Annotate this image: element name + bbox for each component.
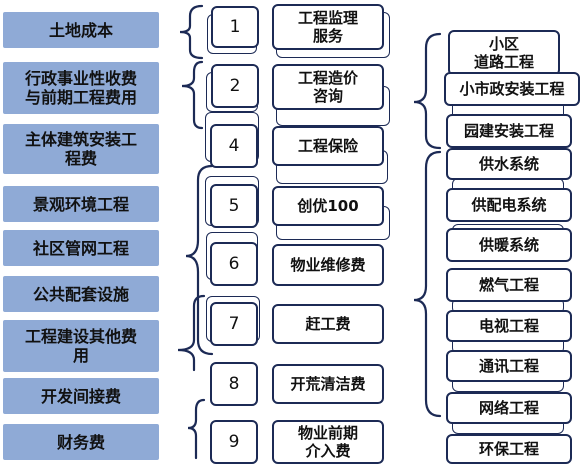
- bracket-right-bottom: [413, 150, 442, 418]
- right-item-telecom: 通讯工程: [446, 350, 572, 382]
- right-item-label: 电视工程: [478, 317, 539, 335]
- right-item-water-supply: 供水系统: [446, 148, 572, 180]
- middle-item-supervision: 工程监理 服务: [272, 4, 384, 50]
- category-landscape: 景观环境工程: [3, 186, 159, 222]
- number-box: 2: [211, 64, 259, 108]
- right-item-label: 园建安装工程: [463, 122, 554, 140]
- number-label: 5: [228, 196, 240, 216]
- category-label: 公共配套设施: [32, 284, 129, 304]
- category-label: 开发间接费: [40, 386, 121, 406]
- middle-item-cost-consulting: 工程造价 咨询: [272, 64, 384, 110]
- category-admin-fees: 行政事业性收费 与前期工程费用: [3, 62, 159, 114]
- category-label: 工程建设其他费 用: [24, 327, 137, 365]
- middle-item-rush-fee: 赶工费: [272, 304, 384, 344]
- middle-item-cleaning: 开荒清洁费: [272, 364, 384, 404]
- category-other-costs: 工程建设其他费 用: [3, 320, 159, 372]
- right-item-network: 网络工程: [446, 392, 572, 424]
- category-label: 主体建筑安装工 程费: [24, 130, 137, 168]
- right-item-label: 供暖系统: [478, 236, 539, 254]
- number-box: 9: [210, 420, 258, 464]
- number-box: 6: [210, 242, 258, 286]
- bracket-2: [181, 60, 204, 130]
- right-item-tv: 电视工程: [446, 310, 572, 342]
- right-item-road: 小区 道路工程: [448, 30, 560, 76]
- category-label: 社区管网工程: [32, 238, 129, 258]
- number-label: 9: [228, 432, 240, 452]
- number-label: 7: [228, 314, 240, 334]
- right-item-power-supply: 供配电系统: [446, 188, 572, 222]
- category-indirect-costs: 开发间接费: [3, 378, 159, 414]
- middle-item-label: 赶工费: [305, 315, 351, 333]
- category-label: 土地成本: [48, 20, 113, 40]
- number-label: 1: [229, 17, 241, 37]
- number-box: 8: [210, 362, 258, 406]
- right-item-label: 小市政安装工程: [459, 80, 565, 98]
- category-finance-cost: 财务费: [3, 424, 159, 460]
- middle-item-label: 创优100: [297, 197, 359, 215]
- middle-item-property-intervention: 物业前期 介入费: [272, 420, 384, 464]
- right-item-label: 燃气工程: [478, 276, 539, 294]
- right-item-label: 供水系统: [478, 155, 539, 173]
- middle-item-label: 物业前期 介入费: [297, 424, 358, 460]
- middle-item-label: 工程保险: [297, 137, 358, 155]
- number-label: 8: [228, 374, 240, 394]
- bracket-right-top: [413, 32, 442, 150]
- middle-item-maintenance: 物业维修费: [272, 244, 384, 286]
- category-public-facilities: 公共配套设施: [3, 276, 159, 312]
- right-item-label: 供配电系统: [471, 196, 547, 214]
- bracket-3: [185, 164, 214, 356]
- right-item-gas: 燃气工程: [446, 268, 572, 302]
- middle-item-label: 工程监理 服务: [297, 9, 358, 45]
- middle-item-label: 开荒清洁费: [290, 375, 366, 393]
- number-box: 1: [211, 6, 259, 48]
- category-label: 景观环境工程: [32, 194, 129, 214]
- category-land-cost: 土地成本: [3, 12, 159, 48]
- number-label: 2: [229, 76, 241, 96]
- right-item-landscape-install: 园建安装工程: [446, 114, 572, 148]
- right-item-label: 环保工程: [478, 440, 539, 458]
- right-item-label: 网络工程: [478, 399, 539, 417]
- number-box: 4: [210, 124, 258, 168]
- category-label: 财务费: [56, 432, 105, 452]
- right-item-label: 小区 道路工程: [473, 35, 534, 71]
- bracket-4: [177, 294, 206, 372]
- category-label: 行政事业性收费 与前期工程费用: [24, 69, 137, 107]
- middle-item-insurance: 工程保险: [272, 126, 384, 166]
- number-label: 4: [228, 136, 240, 156]
- bracket-5: [187, 398, 206, 460]
- category-pipe-network: 社区管网工程: [3, 230, 159, 266]
- middle-item-label: 工程造价 咨询: [297, 69, 358, 105]
- right-item-heating: 供暖系统: [446, 228, 572, 262]
- middle-item-excellence: 创优100: [272, 186, 384, 226]
- middle-item-label: 物业维修费: [290, 256, 366, 274]
- right-item-environmental: 环保工程: [446, 434, 572, 464]
- right-item-municipal: 小市政安装工程: [444, 72, 580, 106]
- number-box: 7: [210, 302, 258, 346]
- number-label: 6: [228, 254, 240, 274]
- right-item-label: 通讯工程: [478, 357, 539, 375]
- number-box: 5: [210, 184, 258, 228]
- category-main-construction: 主体建筑安装工 程费: [3, 124, 159, 174]
- bracket-1: [179, 4, 204, 60]
